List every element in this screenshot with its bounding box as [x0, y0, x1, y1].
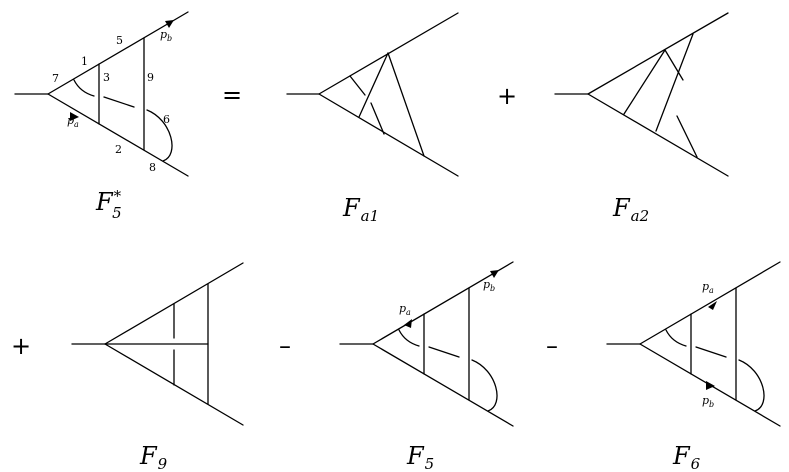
- caption-f5-star: F*5: [95, 187, 122, 222]
- plus-sign: +: [497, 82, 517, 110]
- label-8: 8: [149, 161, 156, 174]
- crossing-line-arc: [738, 359, 765, 412]
- caption-f9: F9: [139, 442, 168, 472]
- outgoing-line-lower: [47, 93, 189, 177]
- label-1: 1: [81, 55, 88, 68]
- minus-sign: –: [279, 332, 291, 360]
- internal-line-segment: [676, 115, 698, 158]
- label-6: 6: [163, 113, 170, 126]
- plus-sign: +: [11, 332, 31, 360]
- outgoing-line-lower: [372, 343, 514, 427]
- momentum-label-pa: pa: [702, 280, 714, 295]
- internal-line: [387, 52, 425, 157]
- label-9: 9: [147, 71, 154, 84]
- diagram-f5: pa pb: [339, 261, 514, 427]
- label-7: 7: [52, 72, 59, 85]
- outgoing-line-lower: [318, 93, 459, 177]
- label-5: 5: [116, 34, 123, 47]
- crossing-line-arc: [471, 359, 498, 412]
- minus-sign: –: [546, 332, 558, 360]
- momentum-arrow-icon: [706, 381, 715, 390]
- diagram-fa1: [286, 12, 459, 177]
- momentum-label-pa: pa: [67, 114, 79, 129]
- outgoing-line-lower: [587, 93, 729, 177]
- outgoing-line-upper: [372, 261, 514, 345]
- crossing-line-segment: [398, 329, 420, 347]
- internal-line: [623, 49, 666, 115]
- internal-line-segment: [370, 102, 385, 135]
- internal-line-segment: [349, 75, 366, 96]
- crossing-line-segment: [73, 79, 95, 97]
- crossing-line-segment: [428, 346, 460, 358]
- crossing-line-segment: [665, 329, 687, 347]
- caption-f6: F6: [672, 442, 701, 472]
- label-3: 3: [103, 71, 110, 84]
- momentum-label-pb: pb: [483, 278, 495, 293]
- diagram-f5-star: 1 2 3 5 6 7 8 9 pa pb: [14, 11, 189, 177]
- momentum-label-pa: pa: [399, 302, 411, 317]
- diagram-f9: [71, 262, 244, 426]
- label-2: 2: [115, 143, 122, 156]
- equals-sign: =: [222, 81, 242, 109]
- crossing-line-segment: [695, 346, 727, 358]
- momentum-arrow-icon: [70, 112, 79, 121]
- caption-fa2: Fa2: [612, 194, 649, 225]
- momentum-arrow-icon: [165, 20, 174, 28]
- momentum-label-pb: pb: [702, 394, 714, 409]
- outgoing-line-upper: [47, 11, 189, 95]
- internal-line: [655, 33, 694, 132]
- momentum-arrow-icon: [490, 270, 499, 278]
- caption-fa1: Fa1: [342, 194, 379, 225]
- diagram-fa2: [554, 12, 729, 177]
- momentum-arrow-icon: [708, 301, 717, 310]
- crossing-line-segment: [103, 96, 135, 108]
- diagram-f6: pa pb: [606, 261, 781, 427]
- crossing-line-arc: [146, 109, 173, 162]
- internal-line: [358, 52, 389, 118]
- momentum-arrow-icon: [404, 319, 412, 328]
- outgoing-line-upper: [639, 261, 781, 345]
- internal-line-segment: [664, 49, 684, 81]
- caption-f5: F5: [406, 442, 434, 472]
- outgoing-line-upper: [587, 12, 729, 95]
- momentum-label-pb: pb: [160, 28, 172, 43]
